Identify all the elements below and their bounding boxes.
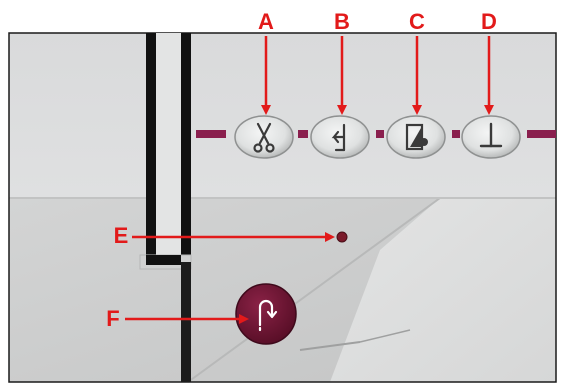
callout-label-a: A bbox=[258, 9, 274, 34]
callout-arrows bbox=[125, 36, 494, 324]
thread-cutter-button[interactable] bbox=[234, 115, 294, 159]
presser-foot-button[interactable] bbox=[310, 115, 370, 159]
reverse-u-turn-icon bbox=[258, 299, 278, 332]
needle-up-down-icon bbox=[479, 122, 503, 148]
thread-cutter-scissors-icon bbox=[253, 122, 275, 153]
accent-bar bbox=[196, 130, 556, 138]
reverse-button[interactable] bbox=[235, 283, 297, 345]
needle-up-down-button[interactable] bbox=[461, 115, 521, 159]
indicator-led bbox=[336, 231, 348, 243]
callout-label-f: F bbox=[106, 306, 120, 331]
callout-label-b: B bbox=[334, 9, 350, 34]
stitch-mode-icon bbox=[405, 123, 428, 151]
callout-label-e: E bbox=[113, 223, 129, 248]
presser-foot-lift-icon bbox=[331, 123, 346, 152]
callout-label-d: D bbox=[481, 9, 497, 34]
thread-slot bbox=[139, 33, 192, 382]
stitch-mode-button[interactable] bbox=[386, 115, 446, 159]
callout-label-c: C bbox=[409, 9, 425, 34]
